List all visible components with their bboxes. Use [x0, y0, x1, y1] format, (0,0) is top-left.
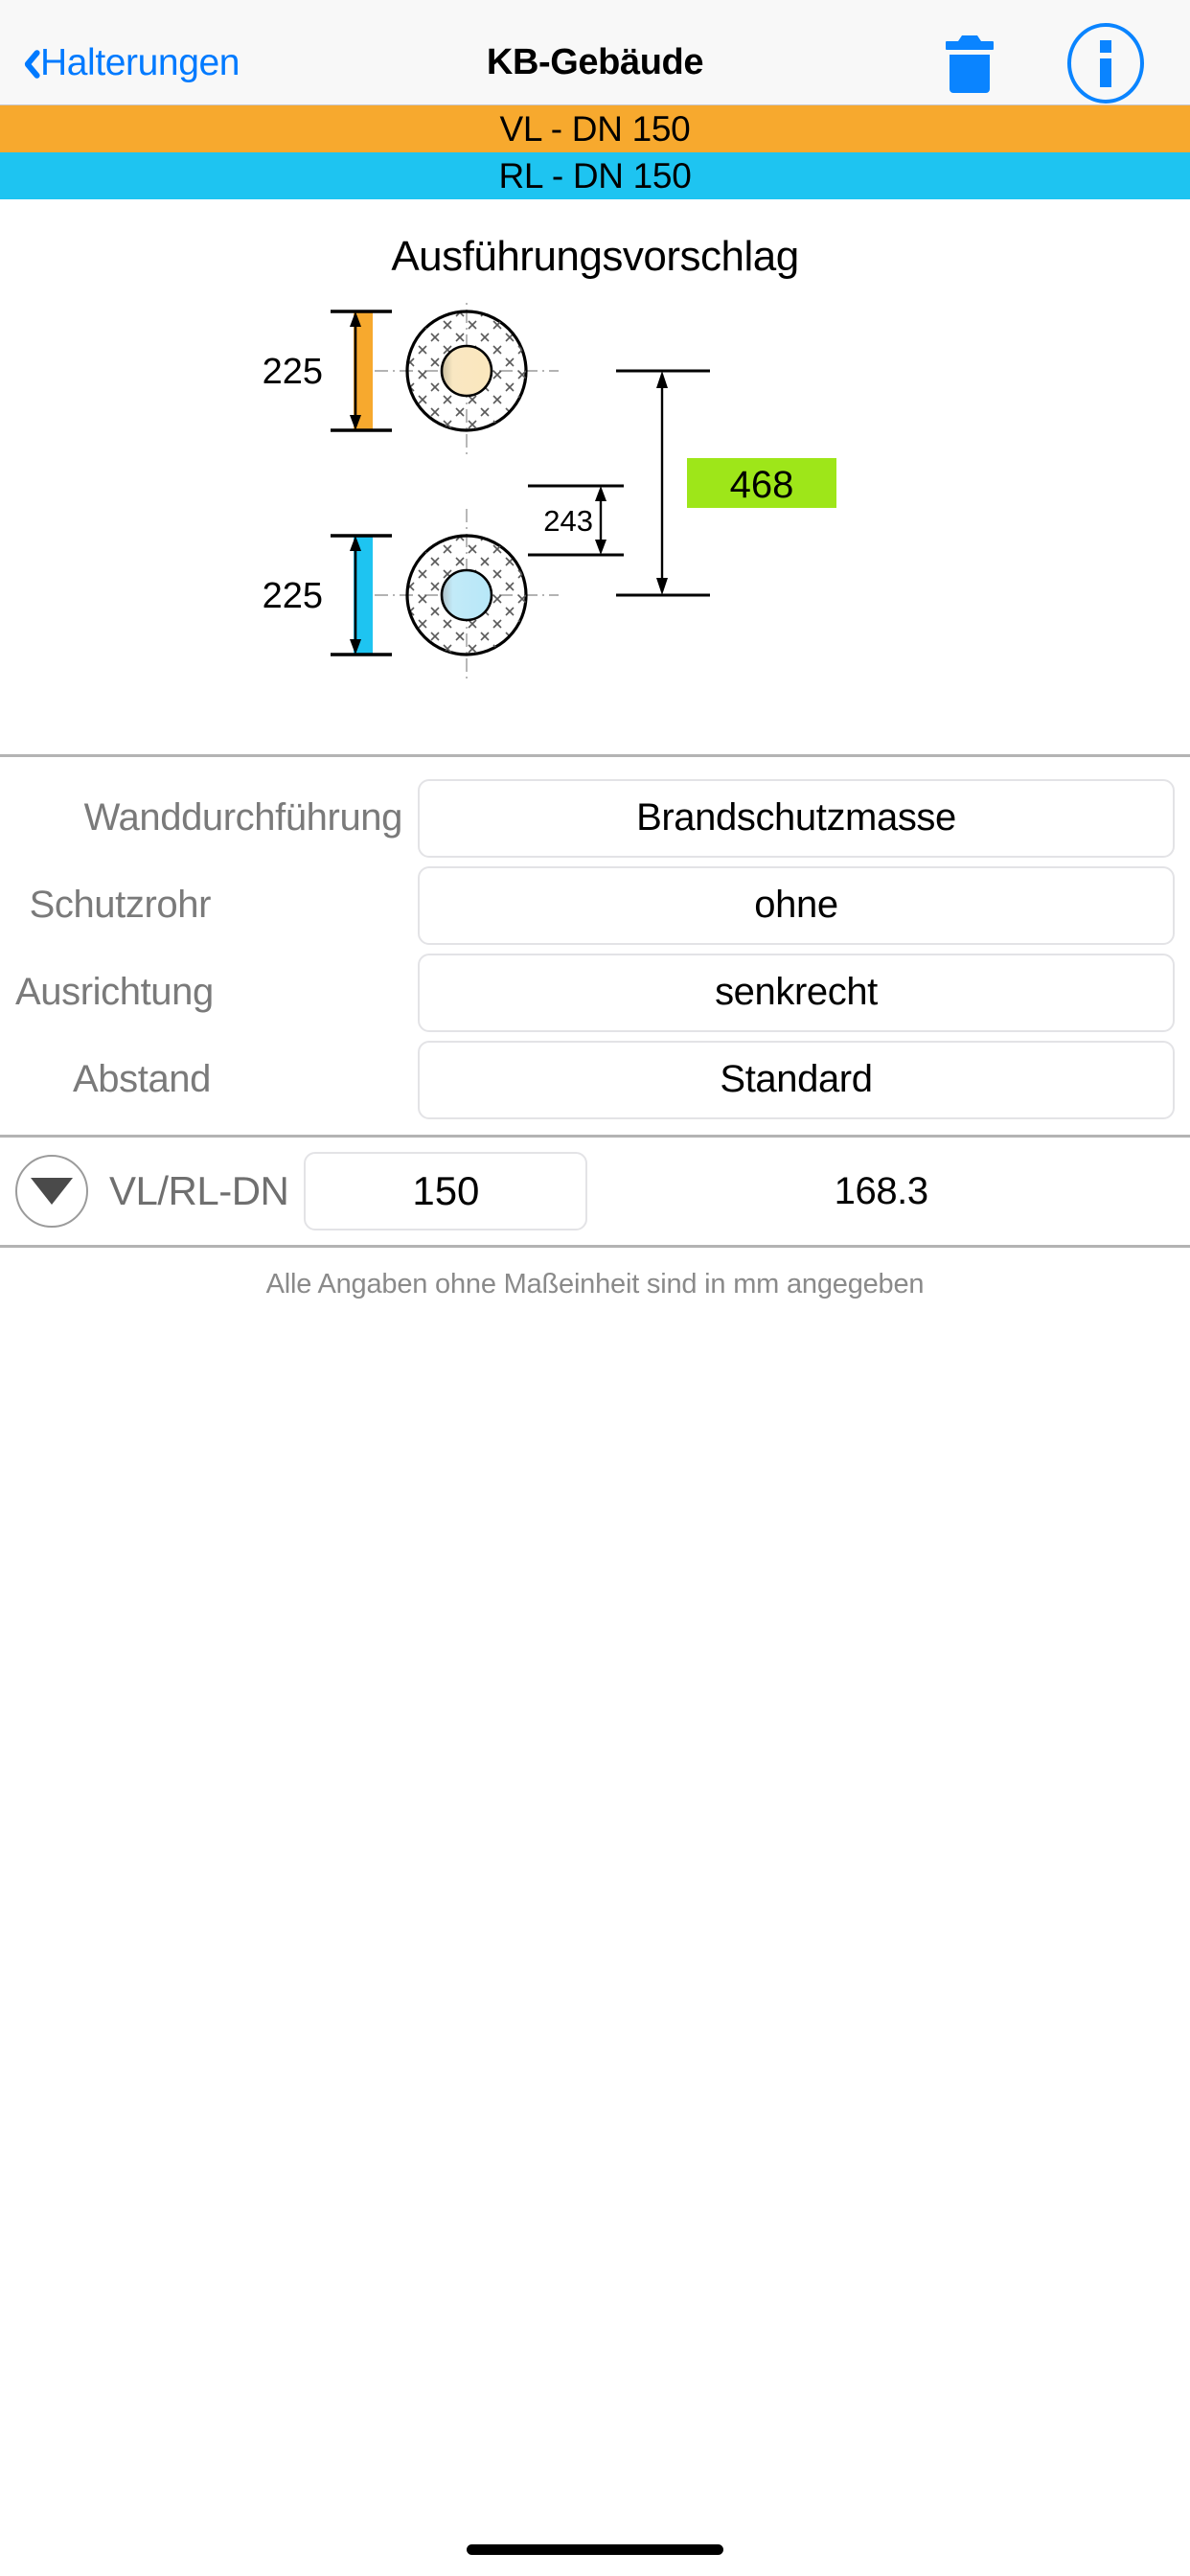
- value-wanddurchfuehrung[interactable]: Brandschutzmasse: [418, 778, 1175, 858]
- pipe-bar-rl[interactable]: RL - DN 150: [0, 152, 1190, 199]
- trash-icon[interactable]: [943, 32, 996, 95]
- form-row-schutzrohr: Schutzrohr ohne: [0, 862, 1190, 949]
- dim-total-label: 468: [730, 464, 794, 506]
- triangle-down-glyph: [31, 1178, 73, 1205]
- form-row-abstand: Abstand Standard: [0, 1036, 1190, 1123]
- label-abstand: Abstand: [73, 1058, 211, 1100]
- dim-total-highlight: [687, 458, 836, 508]
- dn-value-field[interactable]: 150: [304, 1152, 588, 1230]
- pipe-bar-vl-label: VL - DN 150: [499, 108, 691, 149]
- units-note: Alle Angaben ohne Maßeinheit sind in mm …: [265, 1269, 925, 1300]
- form-row-ausrichtung: Ausrichtung senkrecht: [0, 949, 1190, 1036]
- dim-gap-label: 243: [543, 504, 593, 538]
- section-title: Ausführungsvorschlag: [391, 233, 799, 280]
- dn-label: VL/RL-DN: [109, 1168, 289, 1213]
- value-ausrichtung[interactable]: senkrecht: [418, 953, 1175, 1032]
- status-bar: [0, 0, 1190, 21]
- back-button[interactable]: Halterungen: [15, 42, 240, 84]
- pipe-penetration-drawing: 225 225 243: [263, 302, 836, 683]
- section-divider-top: [0, 754, 1190, 757]
- dn-outer-diameter: 168.3: [834, 1169, 929, 1212]
- home-indicator[interactable]: [467, 2544, 723, 2555]
- dim-bottom-label: 225: [263, 576, 323, 616]
- dn-selector-row: VL/RL-DN 150 168.3: [0, 1138, 1190, 1245]
- pipe-bar-vl[interactable]: VL - DN 150: [0, 105, 1190, 152]
- configuration-form: Wanddurchführung Brandschutzmasse Schutz…: [0, 757, 1190, 1135]
- label-schutzrohr: Schutzrohr: [29, 884, 212, 926]
- value-abstand[interactable]: Standard: [418, 1040, 1175, 1119]
- value-schutzrohr[interactable]: ohne: [418, 865, 1175, 945]
- drawing-container: 225 225 243: [0, 281, 1190, 685]
- label-ausrichtung: Ausrichtung: [15, 971, 214, 1013]
- pipe-bar-rl-label: RL - DN 150: [498, 155, 692, 196]
- section-divider-middle: [0, 1135, 1190, 1138]
- dim-top-label: 225: [263, 352, 323, 392]
- back-button-label: Halterungen: [40, 41, 240, 83]
- chevron-left-icon: [15, 46, 34, 80]
- navigation-bar: Halterungen KB-Gebäude: [0, 21, 1190, 105]
- info-circle-icon[interactable]: [1065, 22, 1146, 104]
- chevron-down-icon[interactable]: [15, 1155, 88, 1228]
- navbar-actions: [943, 21, 1146, 104]
- section-divider-bottom: [0, 1245, 1190, 1248]
- label-wanddurchfuehrung: Wanddurchführung: [83, 796, 403, 839]
- form-row-wanddurchfuehrung: Wanddurchführung Brandschutzmasse: [0, 774, 1190, 862]
